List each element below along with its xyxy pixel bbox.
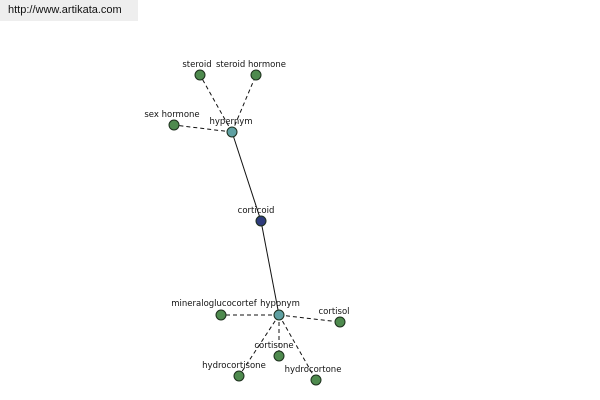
node-hyponym[interactable] — [273, 309, 285, 321]
node-steroid[interactable] — [194, 69, 206, 81]
label-hyponym[interactable]: hyponym — [260, 299, 300, 309]
label-cortisone[interactable]: cortisone — [254, 341, 293, 351]
label-hypernym[interactable]: hypernym — [209, 117, 252, 127]
node-hypernym[interactable] — [226, 126, 238, 138]
edge-hypernym-sex-hormone — [173, 124, 233, 133]
label-steroid[interactable]: steroid — [182, 60, 211, 70]
node-hydrocortisone[interactable] — [233, 370, 245, 382]
node-cortisol[interactable] — [334, 316, 346, 328]
node-cortisone[interactable] — [273, 350, 285, 362]
label-hydrocortisone[interactable]: hydrocortisone — [202, 361, 266, 371]
label-hydrocortone[interactable]: hydrocortone — [285, 365, 342, 375]
label-cortisol[interactable]: cortisol — [318, 307, 349, 317]
node-mineraloglucocortef[interactable] — [215, 309, 227, 321]
label-mineraloglucocortef[interactable]: mineraloglucocortef — [171, 299, 257, 309]
node-steroid-hormone[interactable] — [250, 69, 262, 81]
edge-hyponym-cortisol — [278, 314, 341, 323]
label-steroid-hormone[interactable]: steroid hormone — [216, 60, 286, 70]
node-sex-hormone[interactable] — [168, 119, 180, 131]
node-corticoid[interactable] — [255, 215, 267, 227]
edge-hyponym-hydrocortisone — [238, 314, 280, 377]
edge-hypernym-corticoid — [231, 131, 262, 222]
edge-hypernym-steroid-hormone — [231, 74, 257, 133]
label-corticoid[interactable]: corticoid — [238, 206, 275, 216]
url-text[interactable]: http://www.artikata.com — [0, 0, 138, 21]
label-sex-hormone[interactable]: sex hormone — [144, 110, 199, 120]
edge-hypernym-steroid — [199, 74, 233, 133]
node-hydrocortone[interactable] — [310, 374, 322, 386]
edge-corticoid-hyponym — [260, 220, 280, 316]
edge-hyponym-hydrocortone — [278, 314, 317, 381]
